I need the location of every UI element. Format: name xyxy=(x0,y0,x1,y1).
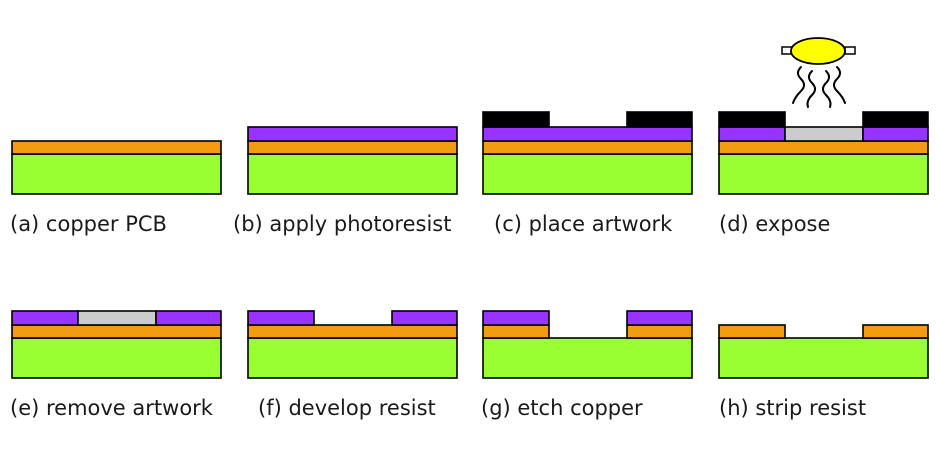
step-h-caption: (h) strip resist xyxy=(719,396,866,420)
substrate-layer xyxy=(482,153,693,195)
photoresist-left xyxy=(247,310,315,326)
artwork-mask-left xyxy=(718,111,786,128)
step-f-develop-resist: (f) develop resist xyxy=(247,310,458,420)
copper-layer xyxy=(247,324,458,339)
lamp-bulb xyxy=(790,37,846,65)
light-ray xyxy=(822,70,832,108)
photoresist-layer xyxy=(247,126,458,142)
photoresist-left xyxy=(482,310,550,326)
photoresist-right xyxy=(155,310,222,326)
substrate-layer xyxy=(247,153,458,195)
substrate-layer xyxy=(482,337,693,379)
photoresist-right xyxy=(626,310,693,326)
step-d-expose: (d) expose xyxy=(718,37,929,236)
light-ray xyxy=(833,66,846,104)
step-e-remove-artwork: (e) remove artwork xyxy=(10,310,222,420)
step-b-apply-photoresist: (b) apply photoresist xyxy=(233,126,458,236)
substrate-layer xyxy=(11,337,222,379)
substrate-layer xyxy=(247,337,458,379)
photoresist-layer xyxy=(482,126,693,142)
substrate-layer xyxy=(11,153,222,195)
exposed-resist xyxy=(77,310,157,326)
photoresist-right xyxy=(862,126,929,142)
copper-left xyxy=(718,324,786,339)
light-ray xyxy=(792,66,805,104)
light-ray xyxy=(806,70,816,108)
copper-layer xyxy=(11,140,222,155)
copper-layer xyxy=(11,324,222,339)
copper-left xyxy=(482,324,550,339)
step-g-etch-copper: (g) etch copper xyxy=(481,310,693,420)
step-f-caption: (f) develop resist xyxy=(258,396,436,420)
photoresist-left xyxy=(11,310,79,326)
light-rays-icon xyxy=(792,66,846,108)
step-g-caption: (g) etch copper xyxy=(481,396,643,420)
photoresist-right xyxy=(391,310,458,326)
copper-right xyxy=(862,324,929,339)
step-h-strip-resist: (h) strip resist xyxy=(718,324,929,420)
step-c-caption: (c) place artwork xyxy=(494,212,673,236)
artwork-mask-right xyxy=(862,111,929,128)
substrate-layer xyxy=(718,153,929,195)
copper-right xyxy=(626,324,693,339)
step-d-caption: (d) expose xyxy=(719,212,830,236)
step-a-caption: (a) copper PCB xyxy=(10,212,167,236)
step-b-caption: (b) apply photoresist xyxy=(233,212,451,236)
step-e-caption: (e) remove artwork xyxy=(10,396,214,420)
artwork-mask-left xyxy=(482,111,550,128)
photoresist-left xyxy=(718,126,786,142)
artwork-mask-right xyxy=(626,111,693,128)
exposed-resist xyxy=(784,126,864,142)
step-a-copper-pcb: (a) copper PCB xyxy=(10,140,222,236)
step-c-place-artwork: (c) place artwork xyxy=(482,111,693,236)
copper-layer xyxy=(718,140,929,155)
lamp-icon xyxy=(781,37,856,65)
lamp-terminal-right xyxy=(844,46,856,55)
substrate-layer xyxy=(718,337,929,379)
copper-layer xyxy=(482,140,693,155)
copper-layer xyxy=(247,140,458,155)
